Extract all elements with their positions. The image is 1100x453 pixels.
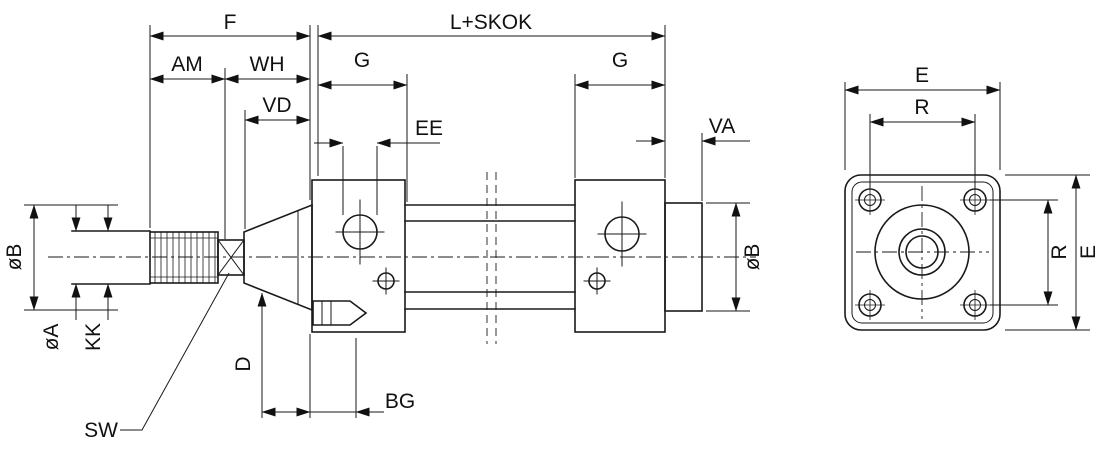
bolt-hole-bottom-left bbox=[855, 290, 885, 320]
dim-d: D bbox=[232, 292, 311, 418]
rear-head bbox=[574, 179, 666, 333]
cylinder-tube bbox=[404, 204, 576, 310]
dim-label-oa: øA bbox=[40, 324, 63, 351]
bolt-hole-top-right bbox=[960, 185, 990, 215]
dim-ob-rear: øB bbox=[706, 202, 764, 312]
flange-outline bbox=[844, 174, 1001, 331]
dim-label-f: F bbox=[224, 11, 237, 34]
dim-label-l-skok: L+SKOK bbox=[450, 11, 532, 34]
dim-oa: øA bbox=[40, 205, 81, 351]
dim-g-front: G bbox=[317, 49, 408, 202]
dim-kk: KK bbox=[82, 205, 113, 351]
dim-va: VA bbox=[636, 115, 750, 201]
dim-e-top: E bbox=[844, 64, 1001, 170]
bolt-hole-bottom-right bbox=[960, 290, 990, 320]
dim-wh: WH bbox=[224, 53, 311, 84]
dim-bg: BG bbox=[310, 338, 415, 418]
dim-f: F bbox=[149, 11, 311, 228]
dim-label-r-top: R bbox=[914, 96, 929, 119]
rear-tie-rod bbox=[583, 267, 611, 295]
piston-rod bbox=[71, 230, 151, 285]
dim-label-ee: EE bbox=[415, 117, 443, 140]
dim-r-right: R bbox=[990, 199, 1071, 306]
front-view bbox=[844, 174, 1001, 331]
dim-label-am: AM bbox=[171, 53, 203, 76]
side-view-dimensions: F L+SKOK AM WH G G bbox=[3, 11, 764, 442]
bolt-hole-top-left bbox=[855, 185, 885, 215]
stroke-break-lines bbox=[486, 172, 497, 344]
dim-label-kk: KK bbox=[82, 323, 105, 351]
dim-am: AM bbox=[149, 53, 226, 239]
dim-g-rear: G bbox=[574, 49, 666, 178]
dim-label-wh: WH bbox=[250, 53, 285, 76]
dim-label-e-right: E bbox=[1077, 245, 1100, 259]
flange-inner-outline bbox=[851, 181, 994, 324]
dim-r-top: R bbox=[869, 96, 976, 188]
dim-label-sw: SW bbox=[84, 419, 118, 442]
dim-l-skok: L+SKOK bbox=[317, 11, 666, 178]
front-tie-rod bbox=[372, 267, 400, 295]
dim-label-g-front: G bbox=[354, 49, 370, 72]
front-bell bbox=[243, 203, 313, 312]
dim-label-e-top: E bbox=[915, 64, 929, 87]
front-view-dimensions: E R R E bbox=[844, 64, 1100, 331]
dim-label-va: VA bbox=[709, 115, 735, 138]
rear-port bbox=[597, 201, 647, 267]
rear-boss bbox=[664, 202, 703, 312]
dim-label-g-rear: G bbox=[612, 49, 628, 72]
dim-label-ob-rear: øB bbox=[741, 244, 764, 271]
rod-thread bbox=[149, 231, 219, 284]
dim-ob-front: øB bbox=[3, 204, 118, 311]
dim-label-r-right: R bbox=[1048, 244, 1071, 259]
dim-ee: EE bbox=[314, 117, 443, 215]
dim-label-bg: BG bbox=[385, 390, 415, 413]
dim-e-right: E bbox=[1005, 174, 1100, 331]
dim-label-vd: VD bbox=[262, 94, 291, 117]
dim-label-ob-front: øB bbox=[3, 244, 26, 271]
callout-sw: SW bbox=[84, 272, 230, 442]
dim-vd: VD bbox=[244, 94, 311, 229]
front-head bbox=[311, 179, 406, 333]
rod-nut bbox=[217, 239, 245, 276]
side-view bbox=[48, 172, 756, 344]
cushion-screw bbox=[312, 300, 368, 326]
dim-label-d: D bbox=[232, 356, 255, 371]
front-port bbox=[335, 199, 385, 265]
